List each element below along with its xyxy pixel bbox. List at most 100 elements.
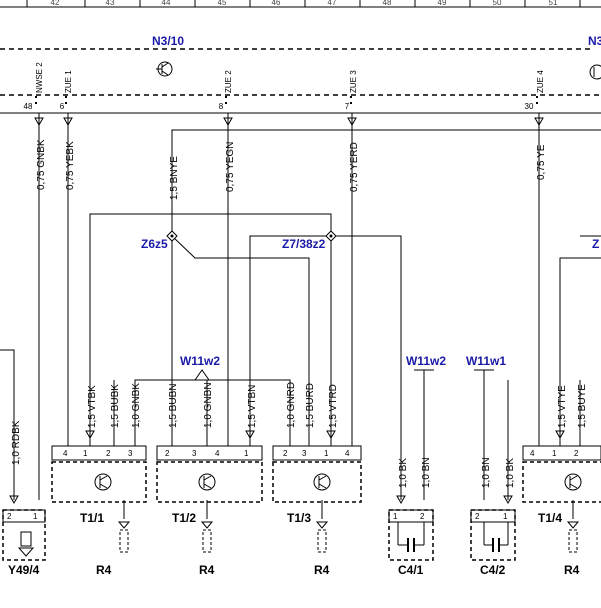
- transistor-icon: [589, 64, 601, 80]
- wire-label: 0,75 YEBK: [65, 141, 76, 190]
- component-t1-1: [51, 461, 147, 503]
- component-t1-4: [522, 461, 601, 503]
- component-labels: T1/1 T1/2 T1/3 T1/4: [80, 511, 562, 525]
- connector-label: ZUE 2: [224, 70, 233, 93]
- wire-labels: 0,75 GNBK 0,75 YEBK 1,5 BNYE 0,75 YEGN 0…: [11, 139, 588, 488]
- pin-number: 4: [215, 449, 220, 458]
- component-y49-4: [2, 509, 46, 561]
- connector-pin-numbers: 4 1 2 3 2 3 4 1 2 3 1 4 4 1 2: [63, 449, 579, 458]
- connector-label: ZUE 4: [536, 70, 545, 93]
- wire-label: 1,0 GNBK: [131, 383, 142, 428]
- pin-number: 4: [530, 449, 535, 458]
- wire-label: 1,0 GNRD: [286, 382, 297, 428]
- pin-number: 1: [552, 449, 557, 458]
- r4-label: R4: [314, 563, 330, 577]
- wire-label: 0,75 YERD: [349, 142, 360, 192]
- ruler-label: 46: [272, 0, 281, 7]
- splice-label: Z6z5: [141, 237, 168, 251]
- pin-number: 1: [83, 449, 88, 458]
- pin-number: 2: [165, 449, 170, 458]
- wire-label: 1,5 VTBN: [247, 385, 258, 428]
- wire-label: 1,5 VTBK: [87, 385, 98, 428]
- r4-label: R4: [564, 563, 580, 577]
- splice-z6z5: Z6z5: [141, 230, 178, 251]
- component-label: T1/3: [287, 511, 311, 525]
- pin-number: 3: [302, 449, 307, 458]
- pin-number: 2: [420, 512, 425, 521]
- harness-label: W11w2: [406, 354, 446, 368]
- pin-number: 1: [33, 512, 38, 521]
- connector-pin: 30: [525, 102, 534, 111]
- wire-label: 0,75 YEGN: [225, 142, 236, 192]
- wire-label: 1,0 BN: [421, 457, 432, 488]
- r4-label: R4: [96, 563, 112, 577]
- component-label: Y49/4: [8, 563, 40, 577]
- pin-number: 3: [128, 449, 133, 458]
- splice-z7: Z7/38z2: [282, 230, 337, 251]
- pin-number: 2: [574, 449, 579, 458]
- pin-number: 2: [475, 512, 480, 521]
- pin-number: 1: [324, 449, 329, 458]
- pin-number: 2: [7, 512, 12, 521]
- connector-pin: 7: [345, 102, 350, 111]
- harness-label: W11w1: [466, 354, 506, 368]
- pin-number: 2: [106, 449, 111, 458]
- wire-arrows: [9, 117, 565, 504]
- connector-pin: 48: [24, 102, 33, 111]
- pin-number: 1: [244, 449, 249, 458]
- splice-label: Z7/38z2: [282, 237, 326, 251]
- wire-label: 0,75 YE: [536, 144, 547, 180]
- wire-label: 1,5 VTRD: [328, 384, 339, 428]
- connector-pin: 6: [60, 102, 65, 111]
- component-c4-1: [388, 509, 434, 561]
- module-label-n3: N3: [588, 34, 601, 48]
- wire-label: 1,0 BK: [398, 458, 409, 488]
- component-label: T1/1: [80, 511, 104, 525]
- transistor-icon: [156, 61, 173, 77]
- connector-strips: [51, 445, 601, 461]
- column-ruler: 42 43 44 45 46 47 48 49 50 51: [0, 0, 601, 8]
- wire-label: 1,5 BUBN: [168, 384, 179, 428]
- connector-label: ZUE 3: [349, 70, 358, 93]
- pin-number: 4: [63, 449, 68, 458]
- pin-number: 2: [283, 449, 288, 458]
- pin-number: 3: [192, 449, 197, 458]
- ruler-label: 48: [383, 0, 392, 7]
- wire-label: 1,5 BNYE: [169, 156, 180, 200]
- component-c4-2: [470, 509, 516, 561]
- wire-label: 1,5 BUYE: [577, 384, 588, 428]
- ruler-label: 49: [438, 0, 447, 7]
- wire-label: 1,0 BK: [505, 458, 516, 488]
- ruler-label: 44: [162, 0, 171, 7]
- ruler-label: 45: [218, 0, 227, 7]
- r4-label: R4: [199, 563, 215, 577]
- transistor-symbols: [94, 473, 582, 491]
- top-connectors: 48 6 8 7 30 NWSE 2 ZUE 1 ZUE 2 ZUE 3 ZUE…: [0, 62, 601, 114]
- splice-label-right: Z: [592, 237, 599, 251]
- connector-pin: 8: [219, 102, 224, 111]
- component-label: C4/1: [398, 563, 424, 577]
- component-t1-3: [272, 461, 362, 503]
- pin-number: 4: [345, 449, 350, 458]
- ruler-label: 42: [51, 0, 60, 7]
- module-label-n3-10: N3/10: [152, 34, 184, 48]
- component-t1-2: [156, 461, 263, 503]
- wires: [0, 113, 601, 519]
- ruler-label: 51: [549, 0, 558, 7]
- module-n3-10: N3/10 N3: [0, 34, 601, 96]
- wire-label: 1,0 GNBN: [203, 382, 214, 428]
- connector-label: NWSE 2: [35, 62, 44, 93]
- ruler-label: 43: [106, 0, 115, 7]
- connector-label: ZUE 1: [64, 70, 73, 93]
- wire-label: 1,5 BUBK: [110, 384, 121, 428]
- harness-label: W11w2: [180, 354, 220, 368]
- component-label: T1/4: [538, 511, 562, 525]
- pin-number: 1: [503, 512, 508, 521]
- wire-label: 1,0 RDBK: [11, 420, 22, 465]
- wire-label: 0,75 GNBK: [36, 139, 47, 190]
- component-label: C4/2: [480, 563, 506, 577]
- pin-number: 1: [393, 512, 398, 521]
- wire-label: 1,0 BN: [481, 457, 492, 488]
- component-label: T1/2: [172, 511, 196, 525]
